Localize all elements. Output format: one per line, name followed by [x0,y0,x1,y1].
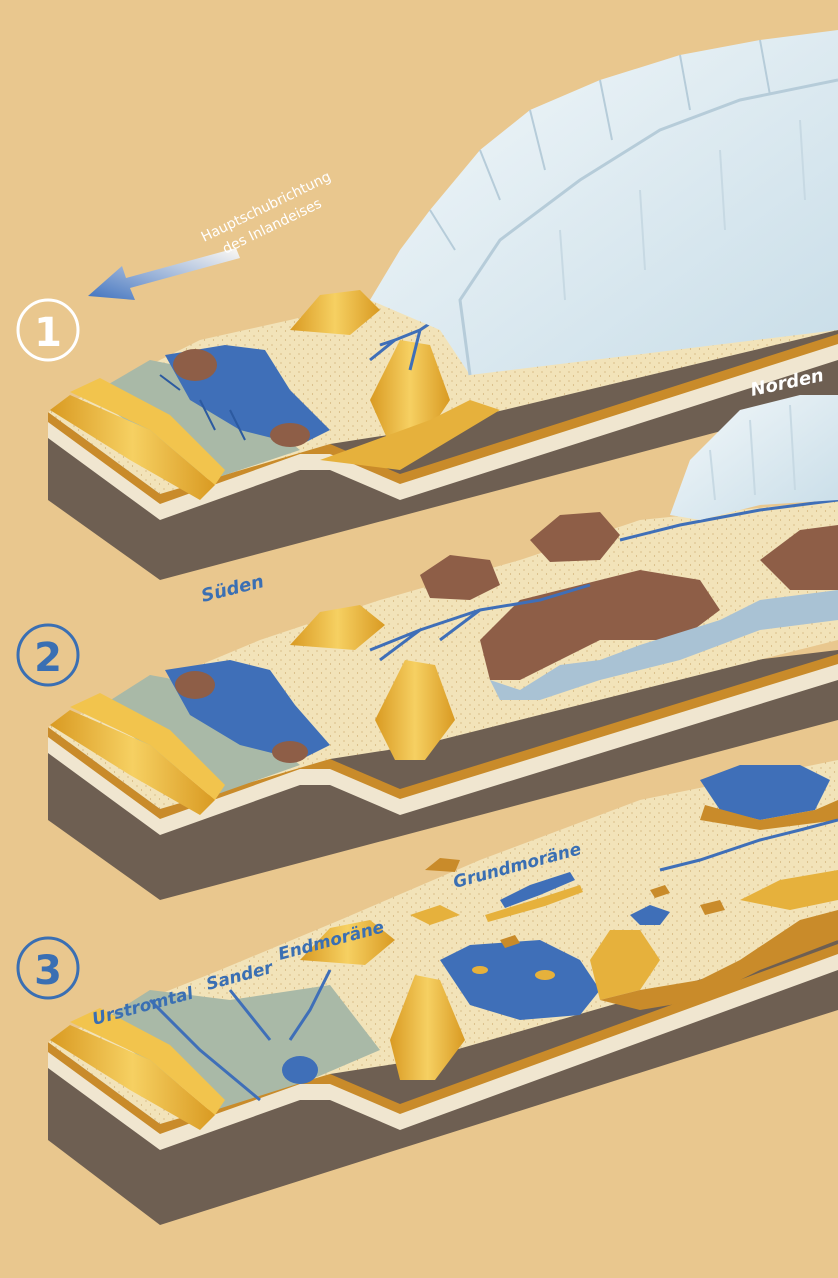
stage-number-3: 3 [18,938,78,998]
ice-flow-arrow [88,248,240,300]
stage-number-3-text: 3 [34,948,62,994]
stage-number-1: 1 [18,300,78,360]
south-label: Süden [199,571,266,607]
stage-number-2-text: 2 [34,635,62,681]
dead-ice-hill [272,741,308,763]
dead-ice-hill [173,349,217,381]
dead-ice-hill [270,423,310,447]
dead-ice-hill [175,671,215,699]
stage-number-2: 2 [18,625,78,685]
direction-label: Hauptschubrichtung des Inlandeises [199,169,343,264]
kettle-lake [282,1056,318,1084]
stage-number-1-text: 1 [34,310,62,356]
